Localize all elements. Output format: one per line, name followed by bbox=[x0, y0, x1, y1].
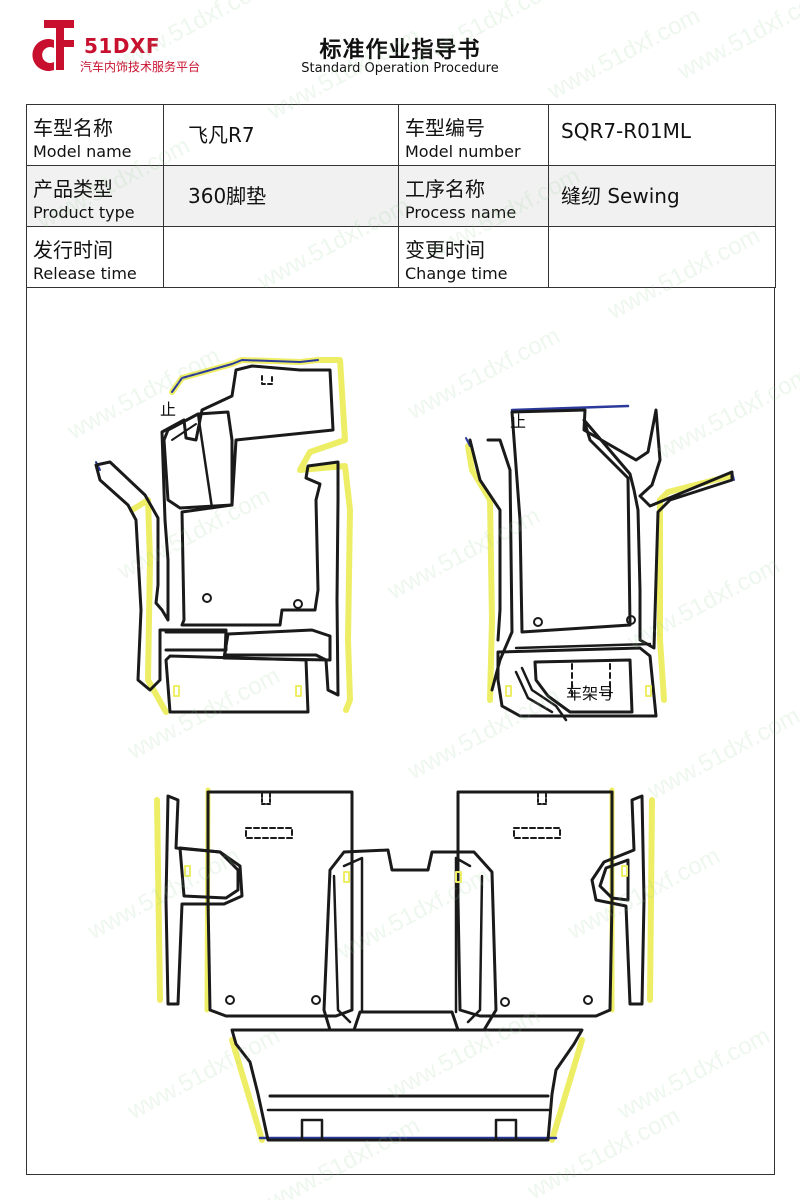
model-name-label-zh: 车型名称 bbox=[33, 116, 113, 140]
release-time-label-en: Release time bbox=[33, 264, 137, 283]
model-number-value-cell: SQR7-R01ML bbox=[548, 104, 776, 166]
front-left-mat bbox=[94, 357, 353, 715]
change-time-label-zh: 变更时间 bbox=[405, 238, 485, 262]
pattern-drawing-frame bbox=[26, 288, 775, 1175]
document-title: 标准作业指导书 bbox=[319, 38, 481, 63]
stop-mark-left: 止 bbox=[160, 400, 177, 419]
model-name-value: 飞凡R7 bbox=[188, 123, 255, 147]
model-number-value: SQR7-R01ML bbox=[561, 119, 692, 143]
release-time-label-zh: 发行时间 bbox=[33, 238, 113, 262]
stop-mark-right: 止 bbox=[510, 412, 527, 431]
document-header: 51DXF 汽车内饰技术服务平台 标准作业指导书 Standard Operat… bbox=[0, 0, 800, 100]
model-number-label-zh: 车型编号 bbox=[405, 116, 485, 140]
product-type-label-zh: 产品类型 bbox=[33, 177, 113, 201]
release-time-value-cell[interactable] bbox=[163, 226, 399, 288]
company-logo-icon bbox=[32, 20, 74, 71]
change-time-value-cell[interactable] bbox=[548, 226, 776, 288]
brand-tagline: 汽车内饰技术服务平台 bbox=[80, 60, 201, 74]
change-time-label-cell: 变更时间 Change time bbox=[398, 226, 549, 288]
info-table: 车型名称 Model name 飞凡R7 车型编号 Model number S… bbox=[26, 104, 776, 288]
process-name-label-en: Process name bbox=[405, 203, 517, 222]
product-type-value: 360脚垫 bbox=[188, 184, 267, 208]
process-name-value-cell: 缝纫 Sewing bbox=[548, 165, 776, 227]
model-number-label-cell: 车型编号 Model number bbox=[398, 104, 549, 166]
front-right-mat bbox=[465, 404, 735, 722]
model-name-label-en: Model name bbox=[33, 142, 132, 161]
info-row-time: 发行时间 Release time 变更时间 Change time bbox=[26, 226, 776, 288]
brand-name: 51DXF bbox=[84, 34, 161, 58]
product-type-label-en: Product type bbox=[33, 203, 135, 222]
document-subtitle: Standard Operation Procedure bbox=[301, 61, 499, 76]
product-type-label-cell: 产品类型 Product type bbox=[26, 165, 164, 227]
product-type-value-cell: 360脚垫 bbox=[163, 165, 399, 227]
info-row-product: 产品类型 Product type 360脚垫 工序名称 Process nam… bbox=[26, 165, 776, 227]
frame-number-label: 车架号 bbox=[566, 684, 615, 703]
change-time-label-en: Change time bbox=[405, 264, 508, 283]
model-number-label-en: Model number bbox=[405, 142, 521, 161]
process-name-label-zh: 工序名称 bbox=[405, 177, 485, 201]
rear-mat bbox=[154, 787, 655, 1143]
process-name-value: 缝纫 Sewing bbox=[561, 184, 680, 208]
process-name-label-cell: 工序名称 Process name bbox=[398, 165, 549, 227]
